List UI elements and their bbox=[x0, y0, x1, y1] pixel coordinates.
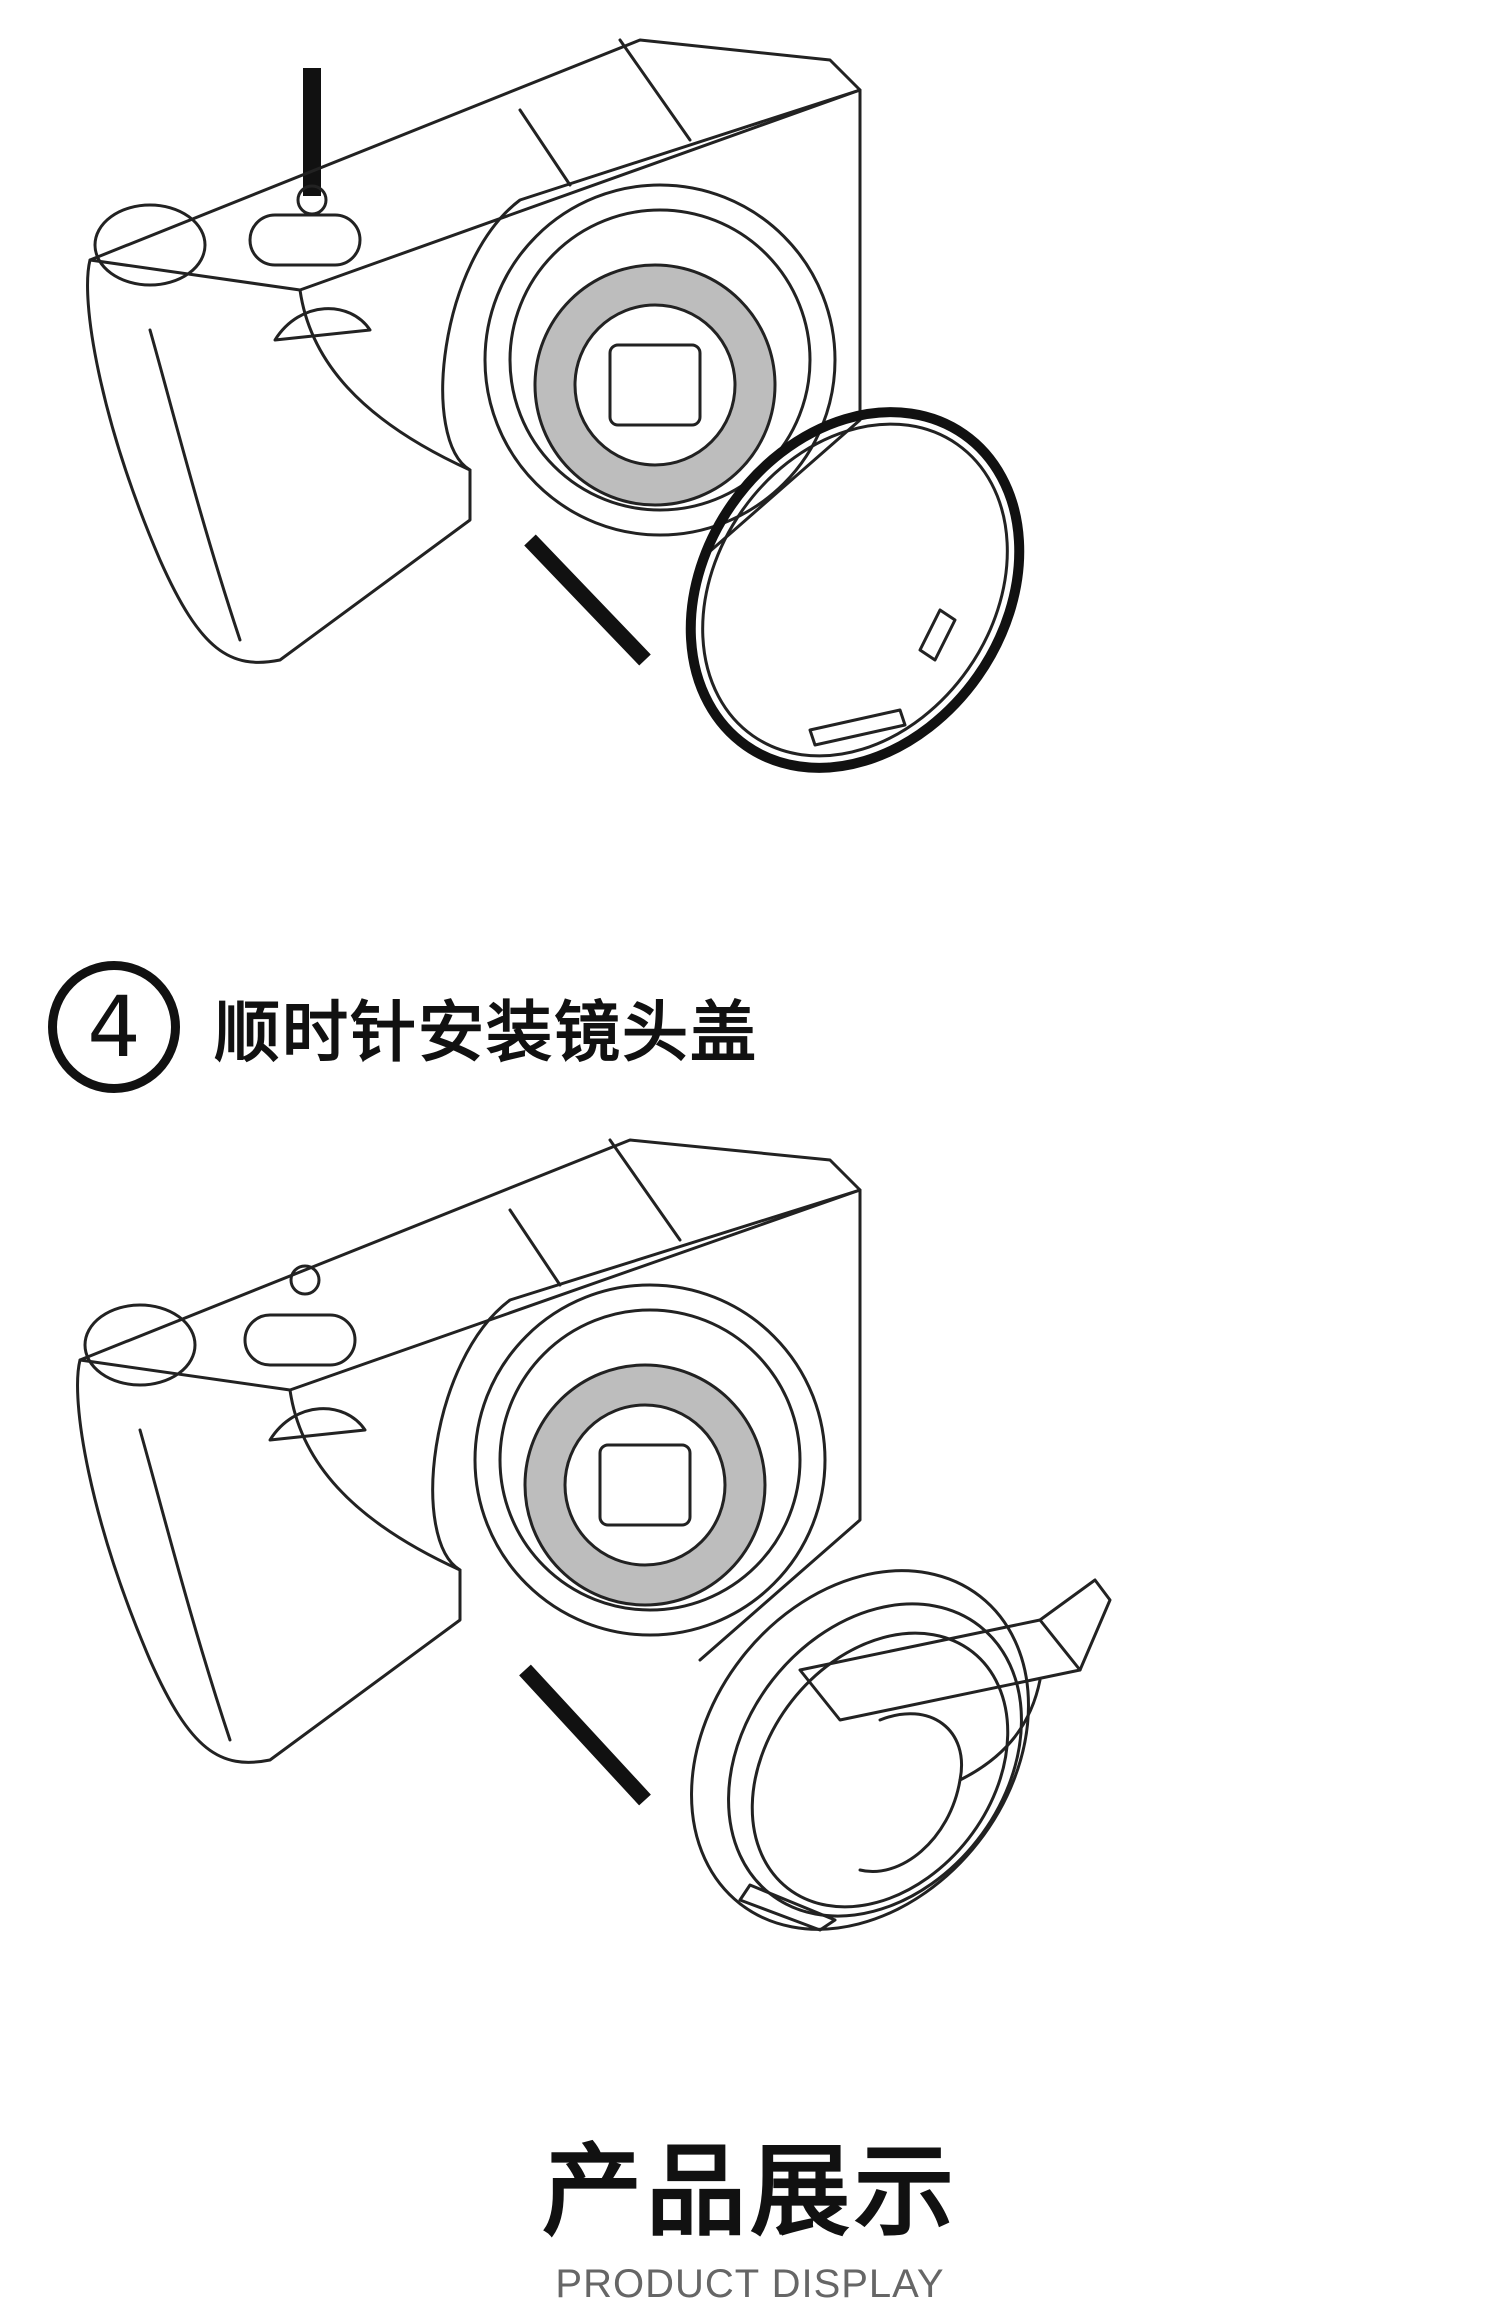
pointer-bar-icon bbox=[303, 68, 321, 196]
section-subtitle: PRODUCT DISPLAY bbox=[555, 2262, 945, 2306]
section-title: 产品展示 bbox=[542, 2133, 958, 2250]
shutter-button-icon bbox=[243, 1313, 357, 1367]
camera-adapter-ring-illustration bbox=[86, 38, 1025, 773]
pointer-bar-icon bbox=[519, 1664, 651, 1806]
camera-lens-cap-illustration bbox=[76, 1138, 1112, 1932]
pointer-bar-icon bbox=[524, 534, 651, 666]
step-instruction: 顺时针安装镜头盖 bbox=[214, 994, 758, 1071]
step-number-badge: 4 bbox=[48, 961, 180, 1093]
step-4-row: 4 顺时针安装镜头盖 bbox=[48, 952, 758, 1102]
auto-lens-cap-icon bbox=[690, 1569, 1112, 1932]
camera-body bbox=[76, 1188, 862, 1764]
mode-dial-icon bbox=[93, 203, 207, 287]
lens-outer bbox=[473, 1283, 827, 1637]
camera-body bbox=[86, 88, 862, 664]
camera-top-plate bbox=[78, 1138, 862, 1392]
lens-outer bbox=[483, 183, 837, 537]
mode-dial-icon bbox=[83, 1303, 197, 1387]
adapter-ring-icon bbox=[685, 407, 1025, 773]
camera-top-plate bbox=[88, 38, 862, 292]
shutter-button-icon bbox=[248, 213, 362, 267]
